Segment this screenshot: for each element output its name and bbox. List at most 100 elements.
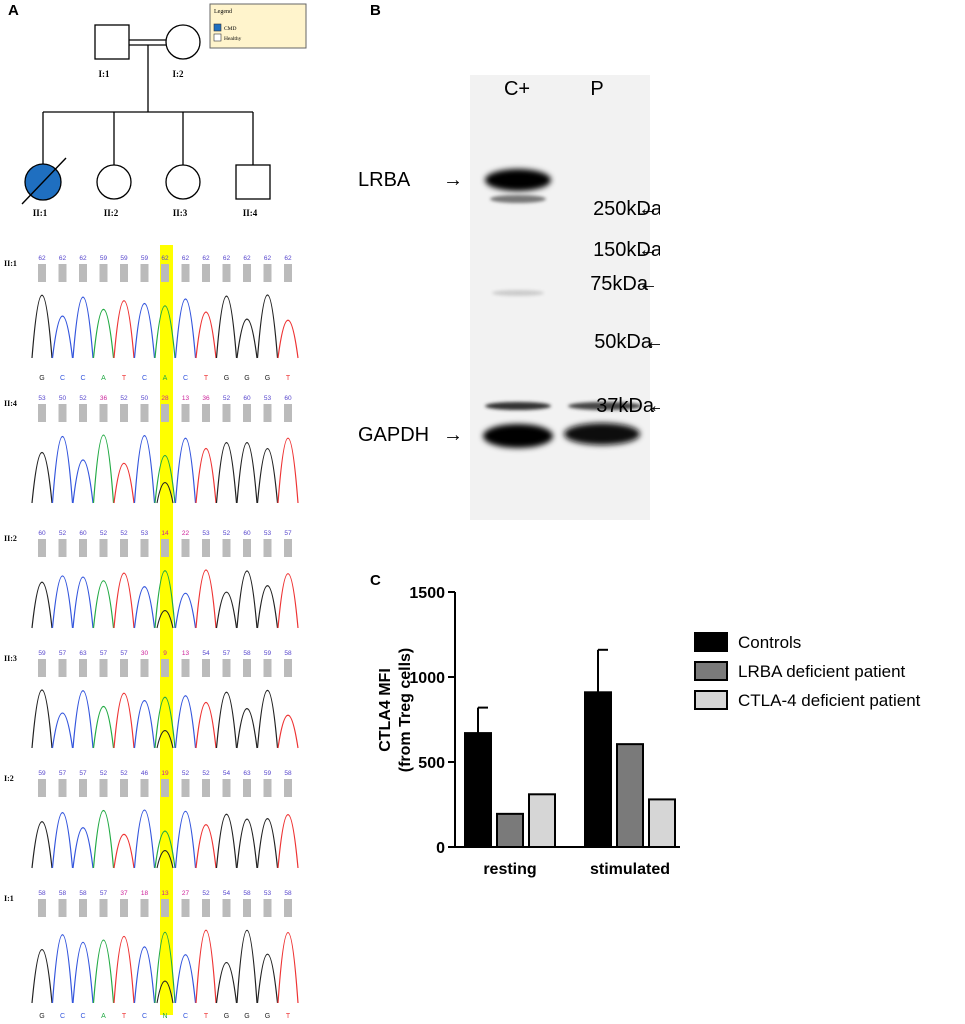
- quality-bar: [181, 404, 190, 422]
- quality-score: 57: [100, 890, 108, 897]
- quality-bar: [140, 539, 149, 557]
- trace-peak: [154, 830, 176, 869]
- trace-peak: [31, 451, 53, 504]
- chart-bars: [464, 648, 676, 849]
- pedigree-legend: Legend CMD Healthy: [209, 3, 307, 49]
- trace-peak: [236, 930, 258, 1004]
- trace-peak: [256, 294, 279, 359]
- lane-label-patient: P: [590, 78, 603, 100]
- trace-peak: [174, 437, 197, 504]
- quality-score: 58: [59, 890, 67, 897]
- trace-peak: [113, 692, 135, 749]
- quality-score: 52: [120, 395, 128, 402]
- trace-peak: [195, 569, 217, 629]
- trace-peak: [277, 573, 299, 629]
- blot-bands: [483, 169, 642, 448]
- y-axis-label-line1: CTLA4 MFI: [377, 668, 394, 752]
- quality-score: 59: [100, 255, 108, 262]
- trace-peak: [154, 696, 176, 749]
- quality-bar: [202, 404, 210, 422]
- trace-peak: [174, 695, 197, 749]
- bar: [464, 732, 492, 849]
- quality-bar: [38, 539, 46, 557]
- base-call: T: [122, 375, 127, 382]
- quality-score: 53: [264, 530, 272, 537]
- quality-score: 37: [120, 890, 128, 897]
- trace-peak: [277, 931, 299, 1004]
- quality-score: 52: [79, 395, 87, 402]
- trace-peak: [256, 585, 279, 629]
- trace-peak: [72, 827, 94, 869]
- quality-score: 53: [38, 395, 46, 402]
- y-tick-label: 1500: [409, 585, 445, 602]
- legend-title: Legend: [214, 9, 232, 15]
- marker-label-150: 150kDa: [593, 239, 660, 261]
- band-gapdh-control: [483, 424, 553, 448]
- trace-peak: [215, 813, 238, 869]
- quality-score: 62: [38, 255, 46, 262]
- quality-bar: [222, 899, 231, 917]
- quality-bar: [161, 539, 169, 557]
- base-call: T: [286, 375, 291, 382]
- quality-score: 54: [202, 650, 210, 657]
- bar: [616, 743, 644, 848]
- individual-ii4-male: [235, 164, 271, 200]
- trace-peak: [195, 701, 217, 749]
- quality-score: 57: [120, 650, 128, 657]
- legend-label: CTLA-4 deficient patient: [738, 691, 921, 710]
- trace-peak: [133, 809, 156, 869]
- quality-score: 62: [202, 255, 210, 262]
- quality-bar: [284, 899, 292, 917]
- trace-peak: [92, 706, 115, 749]
- track-label: I:1: [4, 894, 14, 903]
- trace-peak: [277, 319, 299, 359]
- legend-label-healthy: Healthy: [224, 36, 242, 42]
- quality-bar: [181, 899, 190, 917]
- quality-bar: [161, 899, 169, 917]
- trace-peak: [72, 576, 94, 629]
- label-ii3: II:3: [173, 208, 188, 218]
- quality-score: 19: [161, 770, 169, 777]
- quality-bar: [140, 659, 149, 677]
- trace-peak: [92, 939, 115, 1004]
- y-tick-label: 0: [436, 840, 445, 857]
- band-arrow-gapdh: →: [443, 424, 463, 446]
- bar: [496, 812, 524, 849]
- base-call: N: [162, 1013, 167, 1020]
- trace-peak: [154, 931, 176, 1004]
- lane-label-control: C+: [504, 78, 530, 100]
- band-37kda-patient: [568, 402, 642, 410]
- quality-score: 13: [182, 395, 190, 402]
- marker-label-50: 50kDa: [594, 331, 653, 353]
- quality-bar: [263, 779, 272, 797]
- label-ii2: II:2: [104, 208, 119, 218]
- trace-peak: [92, 810, 115, 869]
- quality-bar: [284, 404, 292, 422]
- quality-bar: [120, 659, 128, 677]
- quality-score: 57: [100, 650, 108, 657]
- base-call: G: [265, 1013, 270, 1020]
- individual-ii2-female: [96, 164, 132, 200]
- quality-score: 60: [243, 530, 251, 537]
- quality-score: 52: [59, 530, 67, 537]
- trace-peak: [256, 690, 279, 749]
- quality-bar: [38, 899, 46, 917]
- trace-peak: [92, 308, 115, 359]
- quality-bar: [243, 404, 251, 422]
- quality-score: 58: [243, 890, 251, 897]
- quality-bar: [120, 779, 128, 797]
- quality-score: 52: [120, 770, 128, 777]
- trace-peak: [113, 300, 135, 359]
- quality-score: 62: [182, 255, 190, 262]
- trace-peak: [51, 435, 74, 504]
- trace-peak: [113, 463, 135, 504]
- quality-score: 13: [182, 650, 190, 657]
- legend-swatch: [694, 690, 728, 710]
- quality-bar: [99, 264, 108, 282]
- quality-score: 59: [141, 255, 149, 262]
- base-call: C: [183, 375, 188, 382]
